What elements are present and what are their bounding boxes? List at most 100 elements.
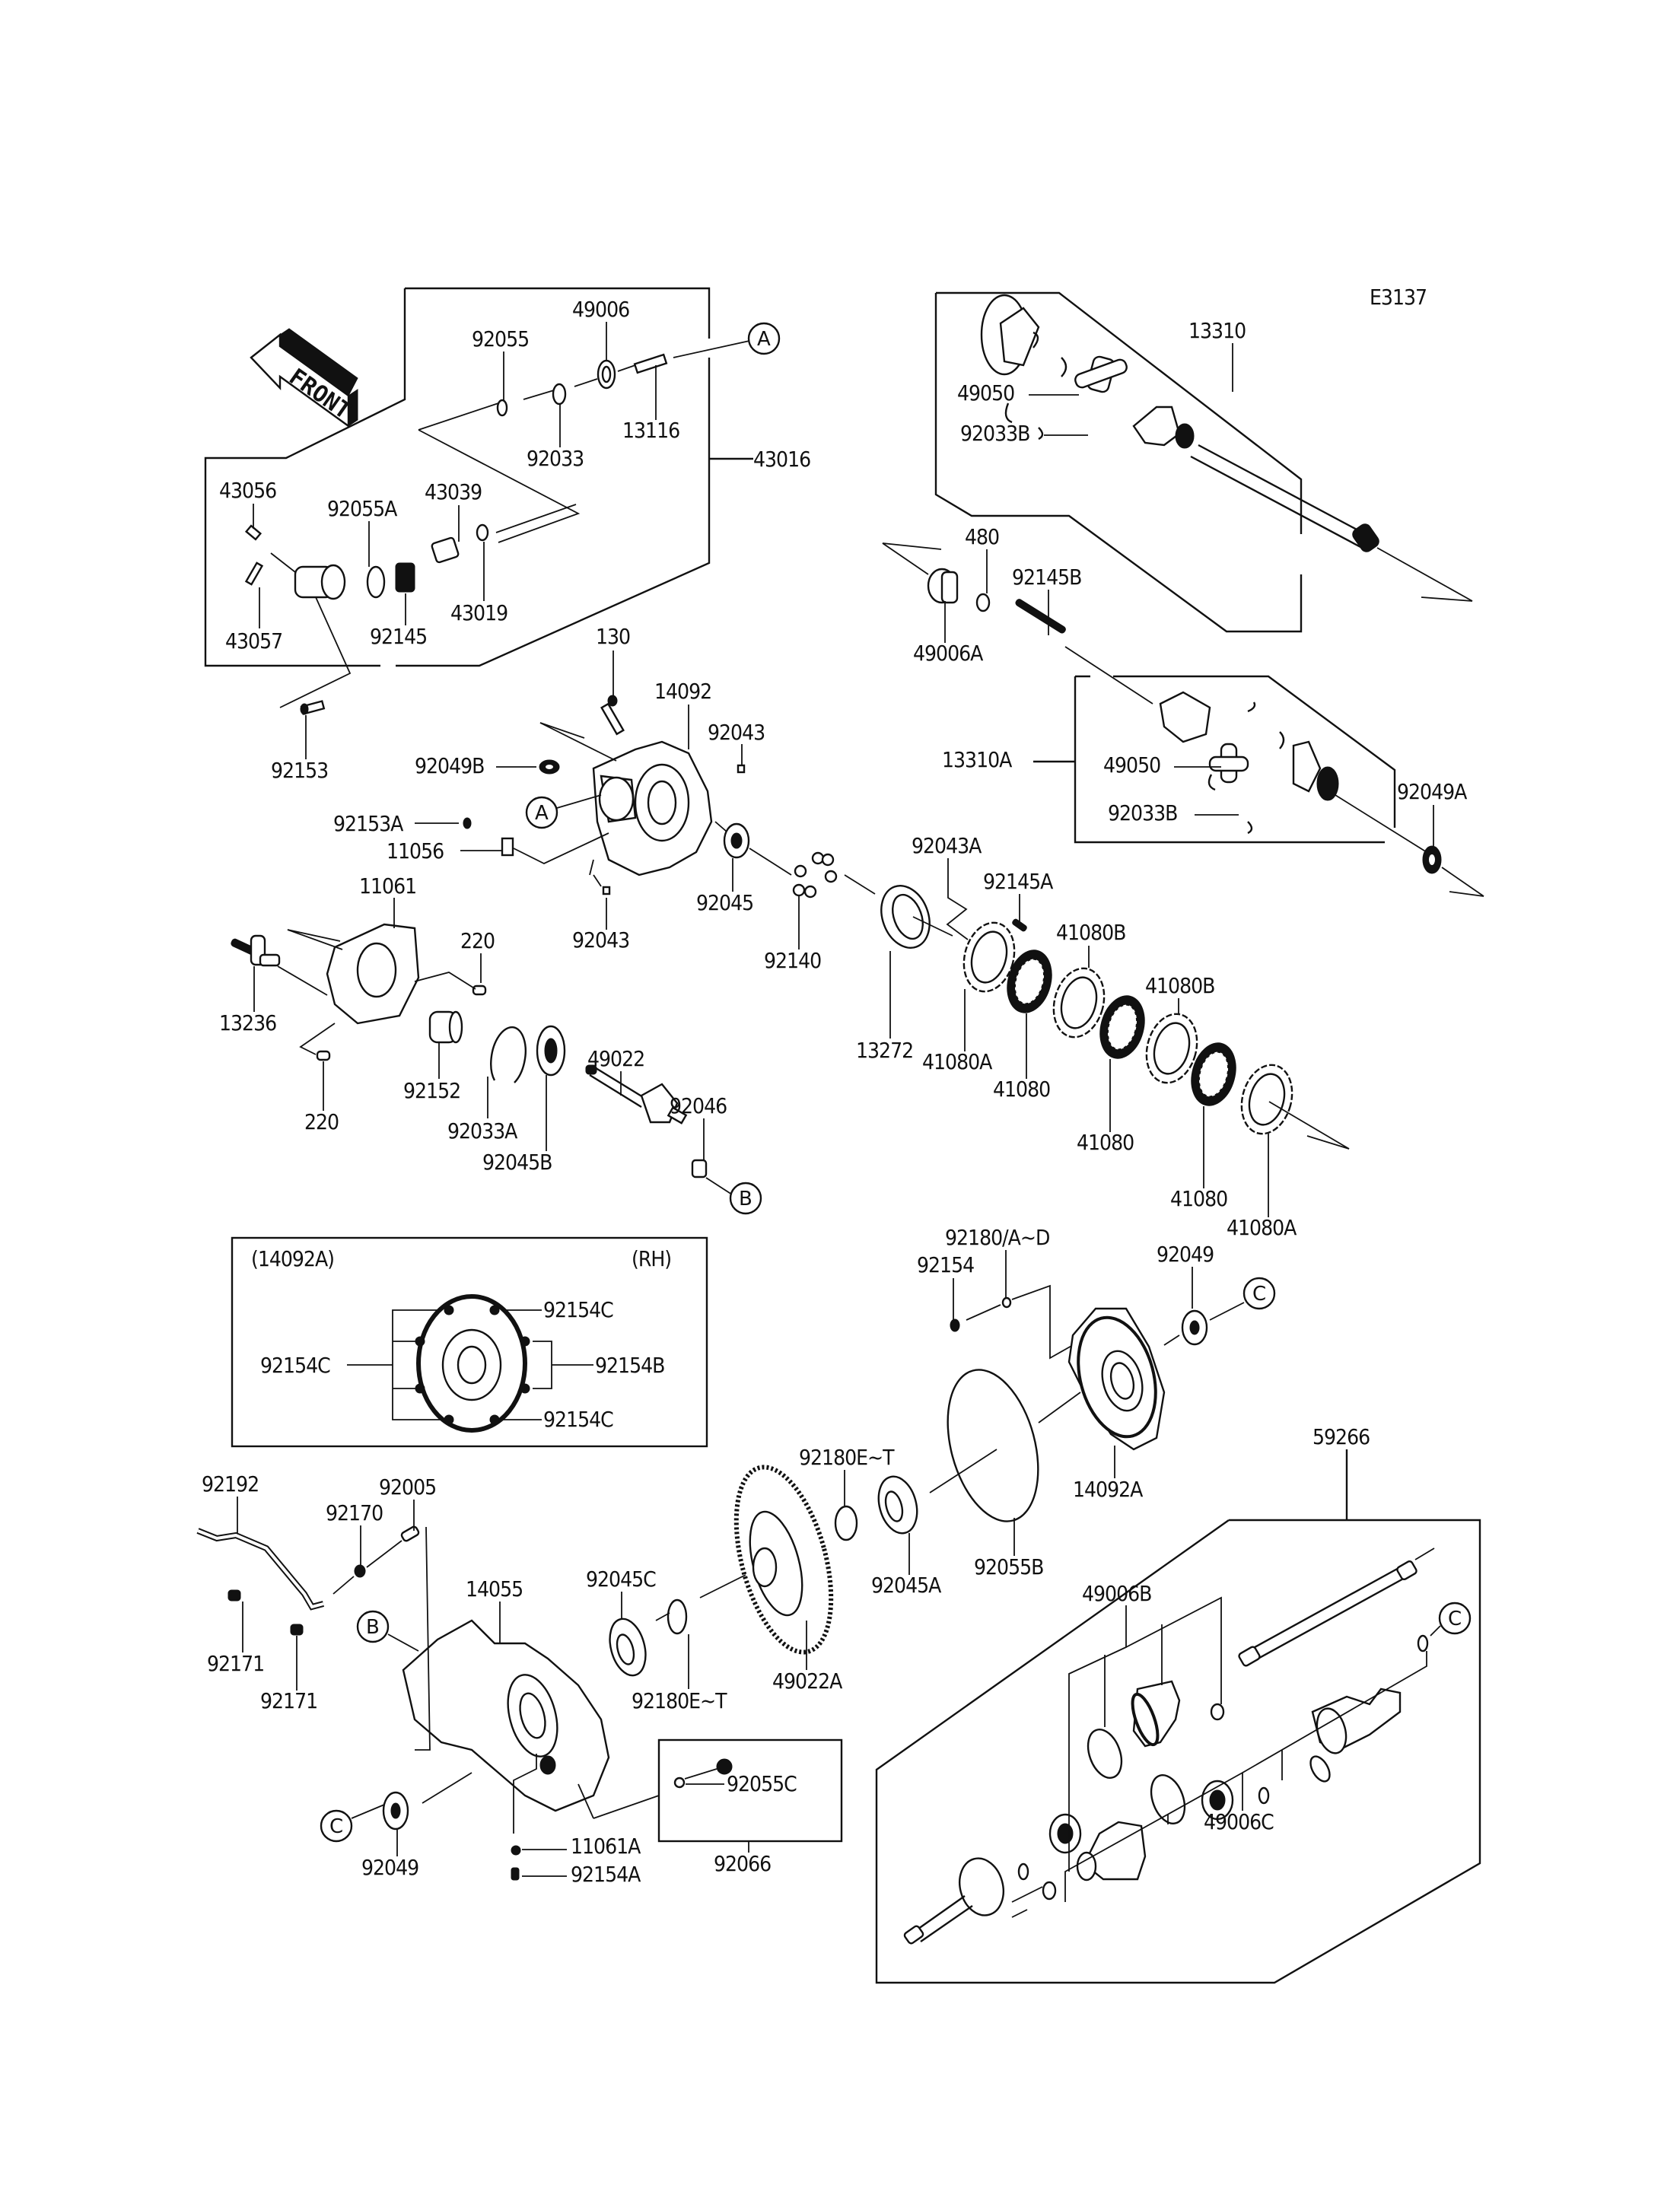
label-49006B: 49006B [1082,1581,1151,1606]
label-92192: 92192 [202,1471,259,1497]
label-41080-2: 41080 [1077,1130,1134,1155]
inset-14092A-rh: (14092A) (RH) 92154C 92154C 92154B 92154… [231,1236,708,1448]
parts-43056-43019 [244,504,577,708]
label-92180ET-upper: 92180E~T [799,1445,895,1470]
group-13310-outline [934,291,1303,633]
label-92033B-top: 92033B [960,421,1029,446]
front-arrow-icon: FRONT [250,328,358,428]
label-49006C: 49006C [1204,1809,1274,1834]
label-92033: 92033 [527,446,584,471]
label-92145B: 92145B [1012,565,1081,590]
group-43016-outline [204,287,753,667]
ref-circle-a-2: A [525,796,558,829]
part-92046 [691,1159,708,1179]
label-49050-top: 49050 [957,380,1014,406]
part-92049-seal-right [1181,1309,1208,1346]
label-92140: 92140 [764,948,821,973]
label-92005: 92005 [379,1474,436,1500]
part-11061-cover [287,923,420,1025]
parts-92055-49006-13116 [418,340,750,543]
svg-text:B: B [739,1188,752,1210]
part-92180ET-shim-upper [834,1505,858,1541]
label-92154A: 92154A [571,1862,641,1887]
label-92170: 92170 [326,1500,383,1525]
part-92153 [300,700,326,715]
label-49022A: 49022A [772,1668,843,1694]
group-13310A-outline [1033,675,1396,844]
label-92033A: 92033A [447,1118,518,1144]
part-92045B-bearing [536,1025,566,1077]
group-92066-outline [578,1738,843,1843]
label-92153A: 92153A [333,811,404,836]
label-14092A: 14092A [1073,1477,1144,1502]
ref-circle-b: B [729,1182,762,1215]
label-41080-1: 41080 [993,1077,1050,1102]
label-92045: 92045 [696,890,753,915]
svg-text:A: A [535,802,549,825]
label-92152: 92152 [403,1078,460,1103]
part-92033A-circlip [490,1026,527,1083]
label-49006: 49006 [572,297,629,322]
svg-text:C: C [329,1815,343,1838]
label-92171-2: 92171 [260,1688,317,1713]
part-92045A-bearing [877,1475,918,1535]
label-92043-top: 92043 [708,720,765,745]
label-13116: 13116 [622,418,679,443]
part-13310A-joint [1159,691,1484,897]
part-92055B-oring [929,1369,1081,1522]
label-480: 480 [965,524,999,549]
part-13310-shaft [980,294,1473,602]
label-41080A-2: 41080A [1227,1215,1297,1240]
ref-circle-c: C [1242,1277,1276,1310]
inset-label-92154C-bottom: 92154C [543,1407,613,1432]
part-92180ET-shim-lower [667,1598,688,1635]
label-59266: 59266 [1312,1424,1370,1449]
label-11061A: 11061A [571,1834,641,1859]
label-41080B-1: 41080B [1056,920,1125,945]
label-92066: 92066 [714,1851,771,1876]
label-92145: 92145 [370,624,427,649]
ref-circle-c-3: C [1438,1602,1472,1635]
part-92171-clamps [228,1589,304,1636]
label-92055: 92055 [472,326,529,351]
label-49022: 49022 [587,1046,644,1071]
part-14092A-cover [1068,1307,1166,1451]
label-92154: 92154 [917,1252,974,1277]
label-92045B: 92045B [482,1150,552,1175]
label-92043-lower: 92043 [572,927,629,953]
label-13272: 13272 [856,1038,913,1063]
label-13310A: 13310A [942,747,1013,772]
label-41080B-2: 41080B [1145,973,1214,998]
svg-text:C: C [1252,1283,1266,1306]
part-92045C-bearing [609,1617,647,1677]
label-43056: 43056 [219,478,276,503]
label-13310: 13310 [1188,318,1246,343]
part-49022-pinion [585,1064,688,1124]
diagram-code: E3137 [1370,285,1427,310]
label-41080-3: 41080 [1170,1186,1227,1211]
label-220-top: 220 [460,928,495,953]
part-14092-housing [539,695,713,876]
ref-circle-c-2: C [320,1809,353,1843]
label-92145A: 92145A [983,869,1054,894]
label-43016: 43016 [753,447,810,472]
svg-text:C: C [1448,1608,1462,1630]
label-92153: 92153 [271,758,328,783]
label-92055B: 92055B [974,1554,1043,1579]
label-13236: 13236 [219,1010,276,1035]
inset-side: (RH) [632,1246,671,1271]
label-14055: 14055 [466,1576,523,1602]
label-92046: 92046 [670,1093,727,1118]
part-59266-axle-assembly [903,1548,1435,1945]
part-14055-gear-case [402,1619,610,1812]
label-41080A-1: 41080A [922,1049,993,1074]
label-14092: 14092 [654,679,711,704]
label-92049-lower: 92049 [361,1855,418,1880]
parts-49006A-480-92145B [882,542,1153,705]
label-92043A: 92043A [912,833,982,858]
inset-title: (14092A) [251,1246,334,1271]
label-92045A: 92045A [871,1573,942,1598]
label-43057: 43057 [225,628,282,654]
label-92055C: 92055C [727,1771,797,1796]
label-92045C: 92045C [586,1567,656,1592]
